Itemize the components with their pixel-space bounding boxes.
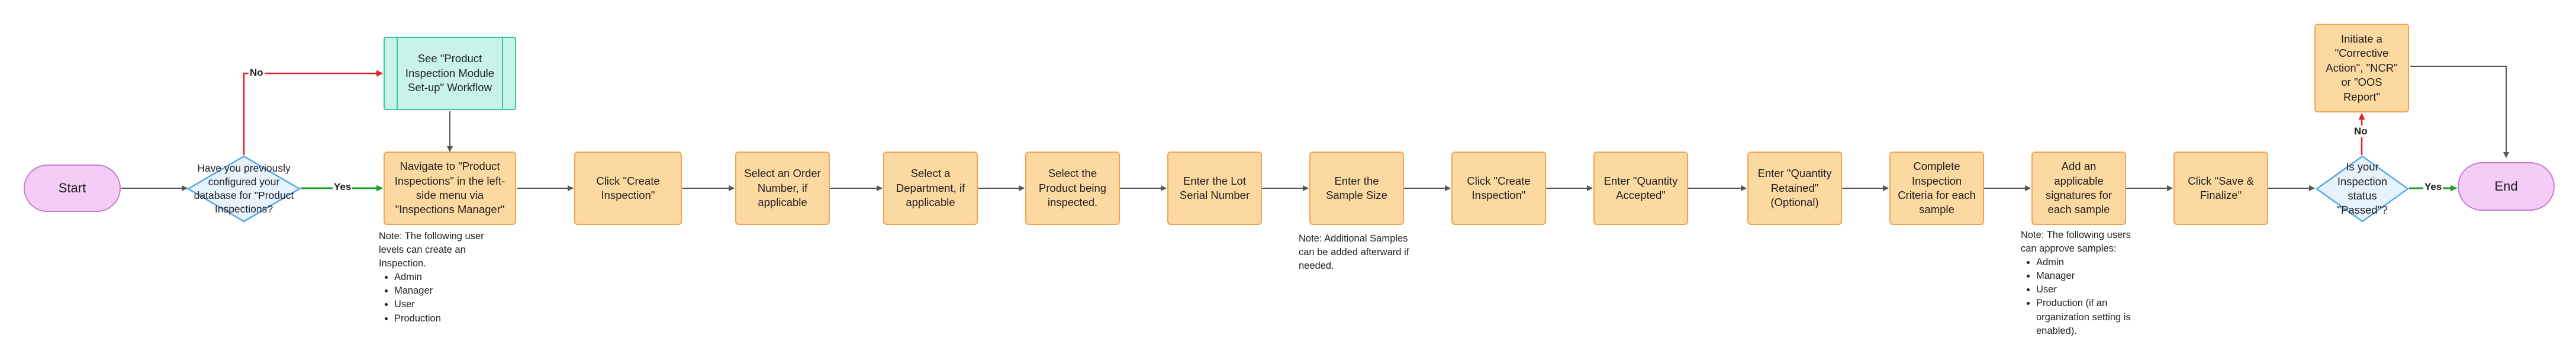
create-inspection-1-label: Click "Create Inspection" (596, 174, 660, 201)
select-product-label: Select the Product being inspected. (1038, 167, 1107, 209)
note-approve: Note: The following users can approve sa… (2021, 228, 2139, 338)
edge-corrective-end (2410, 66, 2509, 158)
list-item: User (394, 298, 509, 311)
quantity-retained-label: Enter "Quantity Retained" (Optional) (1757, 167, 1832, 209)
list-item: User (2036, 283, 2139, 297)
decision-configured: Have you previously configured your data… (187, 155, 301, 223)
decision-diamond-shape (187, 155, 301, 223)
subprocess-left-bar (397, 38, 398, 109)
select-product-step: Select the Product being inspected. (1025, 152, 1120, 225)
list-item: Production (if an organization setting i… (2036, 297, 2139, 337)
add-signatures-label: Add an applicable signatures for each sa… (2045, 160, 2113, 216)
end-label: End (2494, 179, 2518, 194)
list-item: Admin (394, 271, 509, 284)
select-order-step: Select an Order Number, if applicable (735, 152, 830, 225)
edge-label-yes-main: Yes (333, 181, 353, 193)
decision-passed-label: Is your Inspection status "Passed"? (2337, 160, 2388, 217)
create-inspection-step-1: Click "Create Inspection" (574, 152, 682, 225)
quantity-accepted-step: Enter "Quantity Accepted" (1593, 152, 1688, 225)
corrective-action-step: Initiate a "Corrective Action", "NCR" or… (2314, 24, 2409, 112)
decision-configured-label: Have you previously configured your data… (194, 162, 294, 215)
edge-label-yes-passed: Yes (2423, 181, 2443, 193)
list-item: Admin (2036, 256, 2139, 269)
note-user-levels: Note: The following user levels can crea… (379, 230, 509, 326)
create-inspection-2-label: Click "Create Inspection" (1467, 174, 1531, 201)
enter-lot-label: Enter the Lot Serial Number (1179, 174, 1250, 201)
add-signatures-step: Add an applicable signatures for each sa… (2031, 152, 2126, 225)
note-samples-text: Note: Additional Samples can be added af… (1299, 233, 1409, 272)
note-approve-list: Admin Manager User Production (if an org… (2021, 256, 2139, 338)
note-samples: Note: Additional Samples can be added af… (1299, 232, 1417, 273)
enter-sample-size-step: Enter the Sample Size (1309, 152, 1404, 225)
decision-passed: Is your Inspection status "Passed"? (2316, 155, 2409, 223)
enter-lot-step: Enter the Lot Serial Number (1167, 152, 1262, 225)
start-terminal: Start (24, 165, 121, 212)
setup-workflow-label: See "Product Inspection Module Set-up" W… (405, 52, 495, 94)
save-finalize-step: Click "Save & Finalize" (2174, 152, 2268, 225)
list-item: Production (394, 312, 509, 326)
list-item: Manager (2036, 269, 2139, 283)
note-approve-text: Note: The following users can approve sa… (2021, 230, 2131, 255)
select-order-label: Select an Order Number, if applicable (744, 167, 821, 209)
select-department-label: Select a Department, if applicable (896, 167, 965, 209)
end-terminal: End (2458, 162, 2555, 211)
quantity-retained-step: Enter "Quantity Retained" (Optional) (1747, 152, 1842, 225)
start-label: Start (58, 181, 86, 196)
enter-sample-size-label: Enter the Sample Size (1326, 174, 1387, 201)
complete-criteria-label: Complete Inspection Criteria for each sa… (1898, 160, 1976, 216)
navigate-label: Navigate to "Product Inspections" in the… (394, 160, 505, 216)
note-user-levels-text: Note: The following user levels can crea… (379, 231, 484, 269)
list-item: Manager (394, 284, 509, 298)
edge-no-setup (243, 70, 383, 155)
corrective-action-label: Initiate a "Corrective Action", "NCR" or… (2326, 32, 2398, 103)
subprocess-right-bar (502, 38, 503, 109)
edge-label-no-passed: No (2353, 125, 2369, 137)
select-department-step: Select a Department, if applicable (883, 152, 978, 225)
navigate-step: Navigate to "Product Inspections" in the… (384, 152, 516, 225)
decision-diamond-shape (2316, 155, 2409, 223)
save-finalize-label: Click "Save & Finalize" (2188, 174, 2254, 201)
quantity-accepted-label: Enter "Quantity Accepted" (1603, 174, 1678, 201)
edge-label-no-top: No (249, 67, 265, 79)
create-inspection-step-2: Click "Create Inspection" (1451, 152, 1546, 225)
setup-workflow-subprocess: See "Product Inspection Module Set-up" W… (384, 37, 516, 110)
note-user-levels-list: Admin Manager User Production (379, 271, 509, 325)
complete-criteria-step: Complete Inspection Criteria for each sa… (1889, 152, 1984, 225)
